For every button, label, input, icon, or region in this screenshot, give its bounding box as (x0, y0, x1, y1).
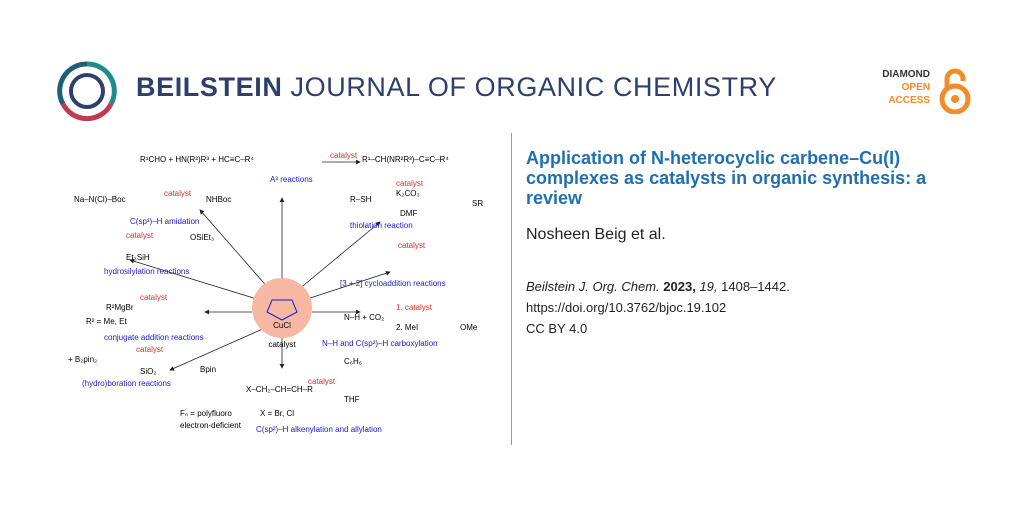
boration-reagent: + B₂pin₂ (68, 355, 97, 364)
alkenylation-catalyst: catalyst (308, 377, 336, 386)
thiolation-label: thiolation reaction (350, 221, 413, 230)
journal-logo (56, 60, 118, 122)
center-catalyst-circle (252, 278, 312, 338)
boration-label: (hydro)boration reactions (82, 379, 171, 388)
journal-abbrev: Beilstein J. Org. Chem. (526, 279, 660, 294)
journal-name-bold: BEILSTEIN (136, 72, 283, 102)
article-authors: Nosheen Beig et al. (526, 226, 666, 243)
thiolation-cond2: DMF (400, 209, 417, 218)
conjugate-catalyst: catalyst (140, 293, 168, 302)
solvent1: C₆H₆ (344, 357, 362, 366)
thiolation-cond1: K₂CO₃ (396, 189, 420, 198)
hydrosilylation-product: OSiEt₃ (190, 233, 214, 242)
citation-volume: 19, (699, 279, 718, 294)
nhc-ring (266, 299, 298, 321)
solvent2: THF (344, 395, 360, 404)
reaction-spokes (129, 197, 391, 371)
graphical-abstract: CuCl catalyst R¹CHO + HN(R²)R³ + HC≡C–R⁴… (68, 151, 483, 434)
carboxylation-product: OMe (460, 323, 478, 332)
beilstein-rings-logo-icon (57, 61, 117, 122)
fn-note2: electron-deficient (180, 421, 242, 430)
citation-block: Beilstein J. Org. Chem. 2023, 19, 1408–1… (526, 276, 790, 339)
open-access-text: DIAMOND OPEN ACCESS (882, 68, 930, 107)
a3-reagents: R¹CHO + HN(R²)R³ + HC≡C–R⁴ (140, 155, 254, 164)
alkenylation-note: X = Br, Cl (260, 409, 294, 418)
hydrosilylation-label: hydrosilylation reactions (104, 267, 189, 276)
amidation-catalyst: catalyst (164, 189, 192, 198)
hydrosilylation-reagent: Et₃SiH (126, 253, 150, 262)
alkenylation-reagent: X–CH₂–CH=CH–R (246, 385, 313, 394)
citation-pages: 1408–1442. (721, 279, 790, 294)
amidation-reagent: Na–N(Cl)–Boc (74, 195, 126, 204)
open-access-line3: ACCESS (888, 95, 930, 106)
amidation-label: C(sp³)–H amidation (130, 217, 199, 226)
open-lock-icon (939, 68, 971, 114)
vertical-divider (511, 133, 512, 445)
conjugate-reagent: R²MgBr (106, 303, 134, 312)
article-title: Application of N-heterocyclic carbene–Cu… (526, 148, 927, 208)
journal-name: BEILSTEIN JOURNAL OF ORGANIC CHEMISTRY (136, 72, 777, 103)
carboxylation-label: N–H and C(sp²)–H carboxylation (322, 339, 438, 348)
open-access-line1: DIAMOND (882, 69, 930, 80)
center-caption: catalyst (268, 340, 296, 349)
conjugate-note: R² = Me, Et (86, 317, 127, 326)
thiolation-reagent: R–SH (350, 195, 372, 204)
cycloaddition-label: [3 + 2] cycloaddition reactions (340, 279, 446, 288)
cycloaddition-catalyst: catalyst (398, 241, 426, 250)
boration-catalyst: catalyst (136, 345, 164, 354)
open-access-line2: OPEN (901, 82, 930, 93)
conjugate-label: conjugate addition reactions (104, 333, 204, 342)
carboxylation-step1: 1. catalyst (396, 303, 433, 312)
boration-product: Bpin (200, 365, 216, 374)
thiolation-catalyst: catalyst (396, 179, 424, 188)
fn-note1: Fₙ = polyfluoro (180, 409, 232, 418)
a3-label: A³ reactions (270, 175, 313, 184)
a3-product: R¹–CH(NR²R³)–C≡C–R⁴ (362, 155, 449, 164)
carboxylation-reagent: N–H + CO₂ (344, 313, 384, 322)
a3-catalyst: catalyst (330, 151, 358, 160)
open-access-badge: DIAMOND OPEN ACCESS (872, 68, 972, 114)
hydrosilylation-catalyst: catalyst (126, 231, 154, 240)
boration-cond: SiO₂ (140, 367, 156, 376)
journal-name-rest: JOURNAL OF ORGANIC CHEMISTRY (290, 72, 777, 102)
citation-line: Beilstein J. Org. Chem. 2023, 19, 1408–1… (526, 276, 790, 297)
center-label: CuCl (273, 321, 291, 330)
carboxylation-step2: 2. MeI (396, 323, 418, 332)
doi-link[interactable]: https://doi.org/10.3762/bjoc.19.102 (526, 300, 727, 315)
citation-year: 2023, (663, 279, 696, 294)
alkenylation-label: C(sp²)–H alkenylation and allylation (256, 425, 382, 434)
amidation-product: NHBoc (206, 195, 231, 204)
license-text: CC BY 4.0 (526, 321, 588, 336)
thiolation-product: SR (472, 199, 483, 208)
